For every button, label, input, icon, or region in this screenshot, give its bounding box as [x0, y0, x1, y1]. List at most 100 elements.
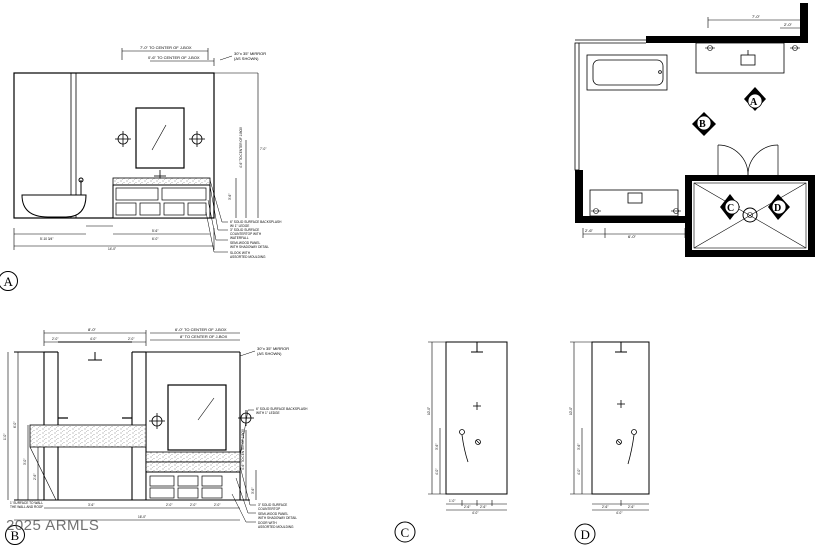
sconce-icon [149, 413, 165, 429]
bathtub-plan [586, 54, 668, 91]
elevation-b-dim-bottom-4: 2'-0" [214, 503, 220, 507]
armls-watermark: 2025 ARMLS [6, 517, 99, 534]
elevation-d-dim-left-3: 4'-0" [577, 469, 581, 475]
elevation-d-dim-bottom-3: 4'-0" [616, 511, 622, 515]
shower-head-icon [615, 342, 627, 353]
elevation-a-note-1: 6" SOLID SURFACE BACKSPLASH [230, 220, 282, 224]
elevation-d-label-circle [574, 523, 596, 545]
elevation-d-dim-bottom-2: 2'-6" [628, 505, 634, 509]
elevation-a-dim-top-1: 7'-0" TO CENTER OF J-BOX [140, 45, 192, 50]
plan-marker-b: B [699, 119, 706, 130]
view-marker-c: C [720, 194, 740, 220]
elevation-b-dim-left-3: 3'-0" [23, 459, 27, 465]
elevation-c-wall [445, 341, 508, 495]
plan-dim-bottom-left: 2'-6" [585, 228, 594, 233]
elevation-b-note-7: DOOR WITH [258, 521, 277, 525]
elevation-a-note-8: SLOOK WITH [230, 251, 251, 255]
elevation-b-note-5: SEMI-WOOD PANEL [258, 512, 288, 516]
elevation-a-dim-bottom-total: 14'-0" [108, 247, 116, 251]
elevation-c-dim-left-2: 3'-6" [435, 444, 439, 450]
elevation-a-dim-bottom-left: 5'-10 3/4" [40, 237, 53, 241]
elevation-a-note-9: ASSORTED MOULDING [230, 255, 266, 259]
plan-walls [575, 3, 815, 257]
elevation-b-dim-right-2: 3'-6" [251, 488, 255, 494]
elevation-b-dim-bottom-1: 3'-6" [88, 503, 94, 507]
plan-sconce-icons [591, 45, 800, 214]
elevation-b-dim-top-2: 6'-0" TO CENTER OF J-BOX [175, 327, 227, 332]
elevation-a-note-3: 3" SOLID SURFACE [230, 228, 259, 232]
plan-dim-bottom-mid: 6'-0" [628, 234, 637, 239]
elevation-c-dim-bottom-1: 1'-0" [449, 499, 455, 503]
elevation-c-label-circle [394, 521, 416, 543]
elevation-b-note-8: ASSORTED MOULDING [258, 525, 294, 529]
elevation-b-dim-bottom-3: 2'-0" [190, 503, 196, 507]
shower-head-icon [88, 352, 102, 361]
elevation-b-dim-left-4: 2'-6" [33, 474, 37, 480]
elevation-b-label-circle [5, 525, 25, 545]
vanity-plan-bottom [589, 189, 679, 217]
elevation-a-right-dims [235, 73, 259, 218]
elevation-b-mirror-note-1: 30"x 35" MIRROR [257, 346, 289, 351]
elevation-c-label: C [401, 525, 410, 540]
elevation-b-note-6: WITH SHADOWAY DETAIL [258, 516, 297, 520]
elevation-c-dim-left-1: 10'-0" [427, 407, 431, 415]
faucet-icon [154, 170, 166, 178]
shower-head-icon [471, 342, 483, 353]
bathtub-elevation [21, 177, 87, 218]
elevation-b-note-3: 3" SOLID SURFACE [258, 503, 287, 507]
elevation-a-dim-top-2: 0'-6" TO CENTER OF J-BOX [148, 55, 200, 60]
plan-dim-top-right: 2'-0" [784, 22, 793, 27]
elevation-a-dim-right-3: 4'-6" TO CENTER OF J-BOX [239, 126, 243, 168]
elevation-b-dim-bottom-total: 16'-0" [138, 515, 146, 519]
sconce-icon [115, 131, 131, 147]
elevation-a-note-5: WATERFALL [230, 236, 249, 240]
elevation-a-bottom-dims [13, 225, 215, 250]
sconce-icon [189, 131, 205, 147]
plan-dim-top: 7'-0" [752, 14, 761, 19]
elevation-a-top-dims [121, 48, 215, 66]
elevation-a-note-6: SEMI-WOOD PANEL [230, 241, 260, 245]
elevation-b-note-2: WITH 1" LEDGE [256, 411, 280, 415]
elevation-a-note-7: WITH SHADOWAY DETAIL [230, 245, 269, 249]
elevation-b-label: B [11, 528, 20, 543]
elevation-b-mirror [167, 384, 227, 451]
elevation-c-dim-bottom-4: 4'-0" [472, 511, 478, 515]
elevation-a-dim-bottom-vanity: 6'-0" [152, 237, 158, 241]
vanity-plan-top [695, 42, 785, 74]
elevation-a-label: A [4, 274, 14, 289]
elevation-a-mirror [135, 107, 185, 169]
elevation-d-label: D [581, 527, 590, 542]
elevation-a: 7'-0" TO CENTER OF J-BOX 0'-6" TO CENTER… [0, 45, 282, 291]
shower-door-swing [717, 144, 779, 176]
elevation-b-note-left-2: THE WALL AND ROOF [10, 505, 43, 509]
elevation-b-dim-left-1: 1'-0" [3, 434, 7, 440]
shower-floor [693, 182, 807, 249]
shower-valve-icon [459, 402, 481, 463]
elevation-a-label-circle [0, 271, 18, 291]
elevation-a-dim-right-2: 7'-0" [260, 147, 266, 151]
elevation-b-note-1: 6" SOLID SURFACE BACKSPLASH [256, 407, 308, 411]
elevation-a-dim-bottom-mid: 5'-6" [152, 229, 158, 233]
elevation-a-dim-right-1: 3'-6" [228, 194, 232, 200]
vanity-cabinet [112, 177, 211, 219]
view-marker-d: D [768, 194, 790, 220]
shower-valve-icon [616, 400, 637, 465]
elevation-b-note-4: COUNTERTOP [258, 507, 280, 511]
elevation-d: 10'-0" 3'-6" 4'-0" 2'-6" 2'-6" 4'-0" D [569, 341, 650, 545]
elevation-b-dim-top-sub-2: 4'-0" [90, 337, 96, 341]
plan-marker-a: A [750, 97, 758, 108]
plan-marker-c: C [727, 203, 734, 214]
elevation-b-note-left-1: 1' SURFACE TO WALL [10, 501, 43, 505]
elevation-b-dim-top-1: 8'-0" [88, 327, 97, 332]
elevation-c-dim-bottom-3: 2'-6" [480, 505, 486, 509]
floor-plan: 7'-0" 2'-0" [574, 3, 815, 257]
view-marker-b: B [692, 112, 716, 136]
elevation-b-dim-top-sub-3: 2'-0" [128, 337, 134, 341]
elevation-a-note-2: W/ 1" LEDGE [230, 224, 249, 228]
plan-marker-d: D [774, 203, 781, 214]
sconce-icon [238, 410, 254, 426]
elevation-a-mirror-note-2: (AS SHOWN) [234, 56, 259, 61]
elevation-b: 8'-0" 2'-0" 4'-0" 2'-0" 6'-0" TO CENTER … [3, 327, 308, 545]
elevation-c: 10'-0" 3'-6" 4'-0" 1'-0" 2'-6" 2'-6" 4'-… [394, 341, 508, 543]
